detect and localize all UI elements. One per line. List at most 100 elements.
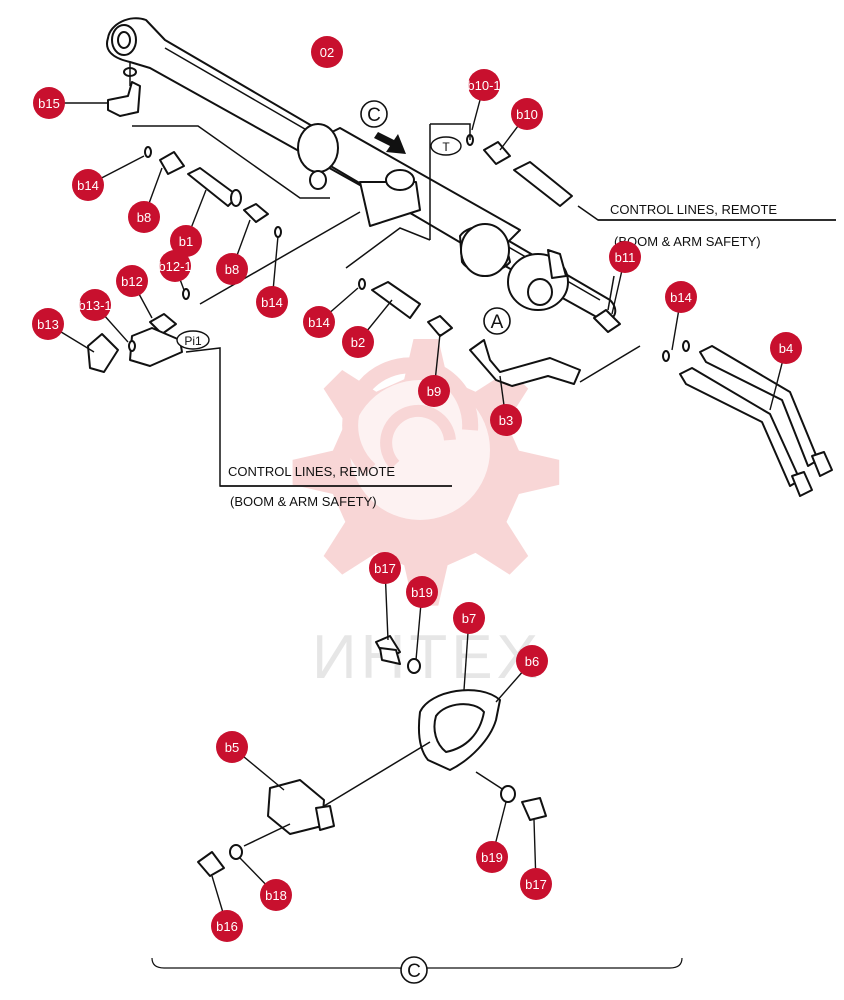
callout-badge-icon [170, 225, 202, 257]
watermark-text: ИНТЕХ [312, 623, 542, 692]
callout-b8-b: b8 [216, 219, 251, 285]
callout-b8-a: b8 [128, 167, 163, 233]
callout-badge-icon [665, 281, 697, 313]
view-c-assembly [151, 635, 683, 978]
svg-text:T: T [442, 140, 450, 154]
callout-badge-icon [216, 731, 248, 763]
callout-badge-icon [211, 910, 243, 942]
callout-b2: b2 [342, 299, 393, 358]
callout-b14-c: b14 [303, 287, 359, 338]
callout-badge-icon [418, 375, 450, 407]
callout-b1: b1 [170, 189, 207, 257]
callout-b10-1: b10-1 [467, 69, 501, 131]
callout-badge-icon [32, 308, 64, 340]
callout-badge-icon [490, 404, 522, 436]
callout-b12-1: b12-1 [158, 250, 192, 291]
callout-badge-icon [260, 879, 292, 911]
leader-lines [430, 123, 471, 140]
middle-fittings [345, 227, 641, 387]
callout-label: b15 [38, 96, 60, 111]
view-arrow-icon [374, 132, 406, 154]
callout-badges: 02 b15 b10-1 b10 b14 b8 b1 b8 b12 b12-1 b14 b13-1 b1… [32, 36, 802, 942]
callout-b11: b11 [609, 241, 641, 315]
callout-label: b7 [462, 611, 476, 626]
callout-label: b14 [670, 290, 692, 305]
callout-label: b17 [374, 561, 396, 576]
callout-label: b17 [525, 877, 547, 892]
callout-badge-icon [453, 602, 485, 634]
callout-label: b14 [77, 178, 99, 193]
callout-b14-a: b14 [72, 155, 145, 201]
callout-badge-icon [72, 169, 104, 201]
callout-b17-b: b17 [520, 819, 552, 900]
callout-badge-icon [159, 250, 191, 282]
callout-label: b13 [37, 317, 59, 332]
callout-badge-icon [311, 36, 343, 68]
callout-b12: b12 [116, 265, 153, 319]
callout-badge-icon [79, 289, 111, 321]
callout-label: b10-1 [467, 78, 500, 93]
callout-b14-d: b14 [665, 281, 697, 351]
callout-badge-icon [511, 98, 543, 130]
callout-b17-a: b17 [369, 552, 401, 641]
callout-label: b3 [499, 413, 513, 428]
callout-label: b14 [308, 315, 330, 330]
callout-b19-a: b19 [406, 576, 438, 661]
svg-text:C: C [407, 961, 421, 982]
port-label-pi1: Pi1 [176, 330, 210, 350]
note-upper-right-line2: (BOOM & ARM SAFETY) [614, 234, 761, 249]
callout-badge-icon [468, 69, 500, 101]
callout-p02: 02 [311, 36, 343, 68]
callout-badge-icon [476, 841, 508, 873]
callout-label: b10 [516, 107, 538, 122]
callout-label: b19 [411, 585, 433, 600]
callout-b10: b10 [499, 98, 543, 151]
callout-b7: b7 [453, 602, 485, 691]
callout-label: 02 [320, 45, 334, 60]
note-upper-right-line1: CONTROL LINES, REMOTE [610, 202, 777, 217]
callout-label: b4 [779, 341, 793, 356]
callout-label: b6 [525, 654, 539, 669]
callout-b14-b: b14 [256, 235, 288, 318]
callout-badge-icon [216, 253, 248, 285]
callout-badge-icon [609, 241, 641, 273]
view-marker-c-top: C [360, 100, 388, 128]
callout-label: b2 [351, 335, 365, 350]
callout-label: b8 [225, 262, 239, 277]
left-fittings [87, 125, 452, 487]
callout-b13-1: b13-1 [78, 289, 129, 343]
callout-b5: b5 [216, 731, 285, 791]
view-marker-c-bottom: C [400, 956, 428, 984]
callout-label: b9 [427, 384, 441, 399]
callout-badge-icon [256, 286, 288, 318]
callout-b18: b18 [239, 857, 292, 911]
callout-label: b16 [216, 919, 238, 934]
callout-badge-icon [516, 645, 548, 677]
callout-badge-icon [406, 576, 438, 608]
callout-b13: b13 [32, 308, 95, 353]
callout-label: b11 [615, 250, 636, 265]
callout-b4: b4 [769, 332, 802, 411]
watermark-gear-icon [292, 338, 560, 606]
callout-badge-icon [520, 868, 552, 900]
callout-badge-icon [770, 332, 802, 364]
callout-b19-b: b19 [476, 801, 508, 873]
callout-badge-icon [116, 265, 148, 297]
elbow-fitting [107, 62, 141, 117]
callout-b16: b16 [211, 875, 243, 942]
callout-label: b1 [179, 234, 193, 249]
callout-label: b8 [137, 210, 151, 225]
callout-label: b12-1 [158, 259, 191, 274]
callout-label: b18 [265, 888, 287, 903]
view-marker-a: A [483, 307, 511, 335]
callout-label: b13-1 [78, 298, 111, 313]
note-lower-left-line2: (BOOM & ARM SAFETY) [230, 494, 377, 509]
hose-pair [662, 340, 833, 497]
svg-text:Pi1: Pi1 [184, 334, 202, 348]
callout-b6: b6 [495, 645, 548, 703]
callout-badge-icon [369, 552, 401, 584]
callout-b9: b9 [418, 333, 450, 407]
svg-text:A: A [491, 312, 504, 333]
boom-cylinder [106, 17, 617, 322]
